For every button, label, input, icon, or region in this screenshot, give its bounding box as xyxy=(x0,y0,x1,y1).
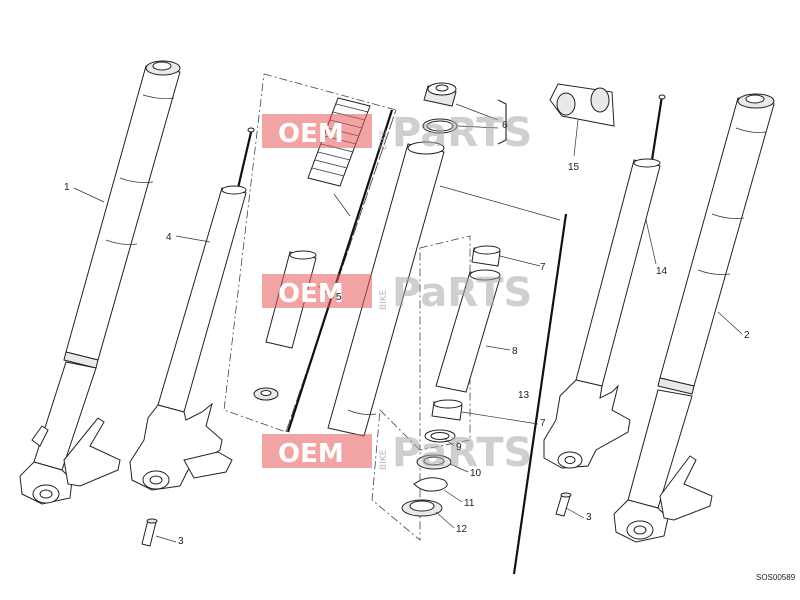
dust-seal xyxy=(401,499,443,517)
svg-text:PaRTS: PaRTS xyxy=(392,270,532,316)
svg-text:PaRTS: PaRTS xyxy=(392,110,532,156)
watermark-top: OEM BIKE PaRTS xyxy=(262,110,532,156)
callout-labels: 1 2 3 3 4 5 6 7 7 8 9 10 11 12 13 14 15 xyxy=(64,120,750,547)
seal-washer xyxy=(424,429,456,443)
damper-cartridge-right xyxy=(543,94,666,469)
watermark-middle: OEM BIKE PaRTS xyxy=(262,270,532,316)
callout-2: 2 xyxy=(744,330,750,341)
damper-cartridge-left xyxy=(129,127,255,491)
watermark-bottom: OEM BIKE PaRTS xyxy=(262,430,532,476)
callout-8: 8 xyxy=(512,346,518,357)
leader-lines xyxy=(73,103,743,543)
svg-text:BIKE: BIKE xyxy=(379,289,389,310)
callout-10: 10 xyxy=(470,468,482,479)
fork-leg-left xyxy=(19,60,181,505)
callout-14: 14 xyxy=(656,266,668,277)
spring-group-box xyxy=(223,73,397,433)
fork-leg-right xyxy=(613,93,775,543)
svg-text:OEM: OEM xyxy=(278,439,344,469)
drawing-code: SOS00589 xyxy=(756,573,796,582)
callout-6: 6 xyxy=(502,120,508,131)
top-cap-nut xyxy=(423,82,457,107)
guide-bush-lower xyxy=(431,399,463,421)
axle-screw-right xyxy=(555,492,572,517)
callout-13: 13 xyxy=(518,390,530,401)
callout-9: 9 xyxy=(456,442,462,453)
callout-3-left: 3 xyxy=(178,536,184,547)
svg-text:BIKE: BIKE xyxy=(379,449,389,470)
svg-text:OEM: OEM xyxy=(278,119,344,149)
axle-screw-left xyxy=(141,518,158,547)
top-cap-oring xyxy=(422,118,458,134)
callout-12: 12 xyxy=(456,524,468,535)
oil-seal xyxy=(416,454,452,470)
callout-1: 1 xyxy=(64,182,70,193)
svg-text:PaRTS: PaRTS xyxy=(392,430,532,476)
seal-group-box xyxy=(371,235,471,541)
callout-5: 5 xyxy=(336,292,342,303)
bracket-lines xyxy=(286,99,568,575)
spring-washer xyxy=(253,387,279,401)
callout-7-lower: 7 xyxy=(540,418,546,429)
callout-7-upper: 7 xyxy=(540,262,546,273)
guide-bush-upper xyxy=(471,245,501,267)
callout-4: 4 xyxy=(166,232,172,243)
svg-text:OEM: OEM xyxy=(278,279,344,309)
axle-clamp xyxy=(549,83,615,127)
svg-text:BIKE: BIKE xyxy=(379,129,389,150)
callout-15: 15 xyxy=(568,162,580,173)
callout-3-right: 3 xyxy=(586,512,592,523)
callout-11: 11 xyxy=(464,498,475,509)
circlip xyxy=(413,477,448,492)
slider-tube xyxy=(435,269,501,393)
